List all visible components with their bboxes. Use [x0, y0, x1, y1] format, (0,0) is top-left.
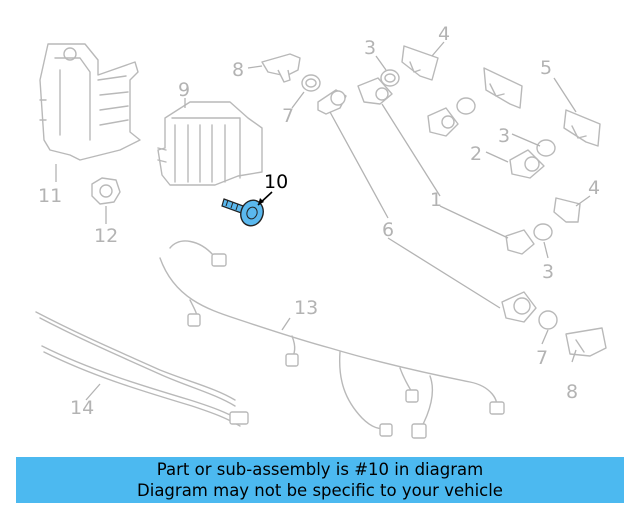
- bracket-part-4-lower: [505, 197, 581, 255]
- sensor-part-1-top: [357, 77, 393, 105]
- ring-part-3-top: [380, 69, 400, 87]
- screw-part-10: [221, 198, 264, 227]
- nut-part-12: [91, 177, 121, 205]
- callout-1: 1: [430, 189, 442, 211]
- bracket-part-4-top: [401, 45, 439, 81]
- sensor-part-2-lower: [509, 139, 556, 179]
- parts-diagram: 10 11 12 9 8 7 3 4 5 3 2 1 4 6 3 13 7 8 …: [35, 23, 607, 439]
- callout-6: 6: [382, 219, 394, 241]
- sensor-part-6-top: [317, 89, 347, 115]
- callout-2: 2: [470, 143, 482, 165]
- info-banner: Part or sub-assembly is #10 in diagram D…: [16, 457, 624, 503]
- clip-part-8-top: [261, 53, 301, 83]
- strip-part-14: [35, 311, 249, 427]
- callout-14: 14: [70, 397, 94, 419]
- callout-10: 10: [264, 171, 288, 193]
- leader-lines: [55, 41, 591, 401]
- banner-line-1: Part or sub-assembly is #10 in diagram: [156, 460, 484, 479]
- ring-part-7-top: [301, 74, 321, 92]
- callout-7-top: 7: [282, 105, 294, 127]
- clip-part-8-lower: [565, 327, 607, 357]
- callout-4-lower: 4: [588, 177, 600, 199]
- bracket-part-5-lower: [563, 109, 601, 147]
- module-part-9: [157, 101, 263, 186]
- callout-11: 11: [38, 185, 62, 207]
- callout-12: 12: [94, 225, 118, 247]
- bracket-part-11: [39, 43, 141, 161]
- callout-4-top: 4: [438, 23, 450, 45]
- banner-line-2: Diagram may not be specific to your vehi…: [137, 481, 503, 500]
- callout-3-top: 3: [364, 37, 376, 59]
- callout-5: 5: [540, 57, 552, 79]
- sensor-part-2: [427, 97, 476, 137]
- callout-7-lower: 7: [536, 347, 548, 369]
- callout-3-lower: 3: [542, 261, 554, 283]
- callout-labels: 10 11 12 9 8 7 3 4 5 3 2 1 4 6 3 13 7 8 …: [38, 23, 600, 419]
- callout-8-lower: 8: [566, 381, 578, 403]
- bracket-part-5: [483, 67, 523, 109]
- callout-8-top: 8: [232, 59, 244, 81]
- callout-13: 13: [294, 297, 318, 319]
- callout-3-mid: 3: [498, 125, 510, 147]
- callout-9: 9: [178, 79, 190, 101]
- wiring-harness-part-13: [159, 240, 505, 439]
- sensor-part-6-lower: [501, 291, 558, 330]
